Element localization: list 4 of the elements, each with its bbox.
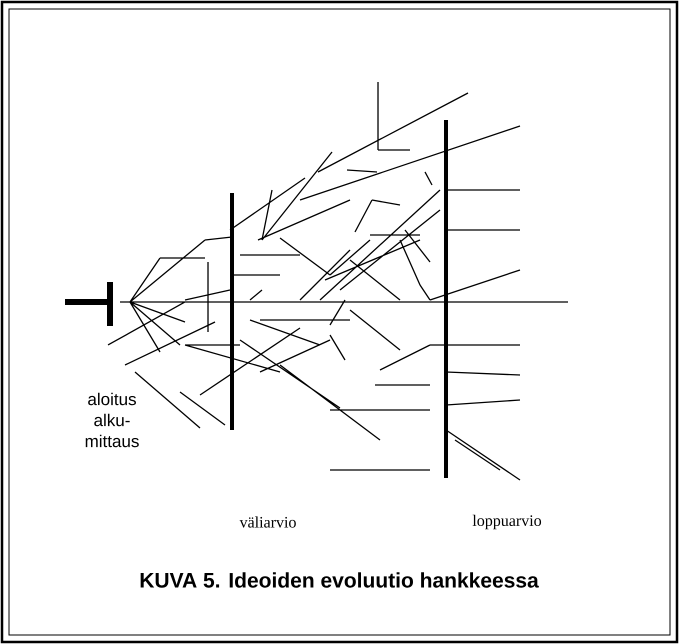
start-label: aloitus alku- mittaus bbox=[86, 392, 139, 448]
milestone-label: loppuarvio bbox=[472, 514, 542, 530]
caption: KUVA 5. Ideoiden evoluutio hankkeessa bbox=[140, 572, 539, 588]
milestone-label: väliarvio bbox=[240, 516, 296, 528]
